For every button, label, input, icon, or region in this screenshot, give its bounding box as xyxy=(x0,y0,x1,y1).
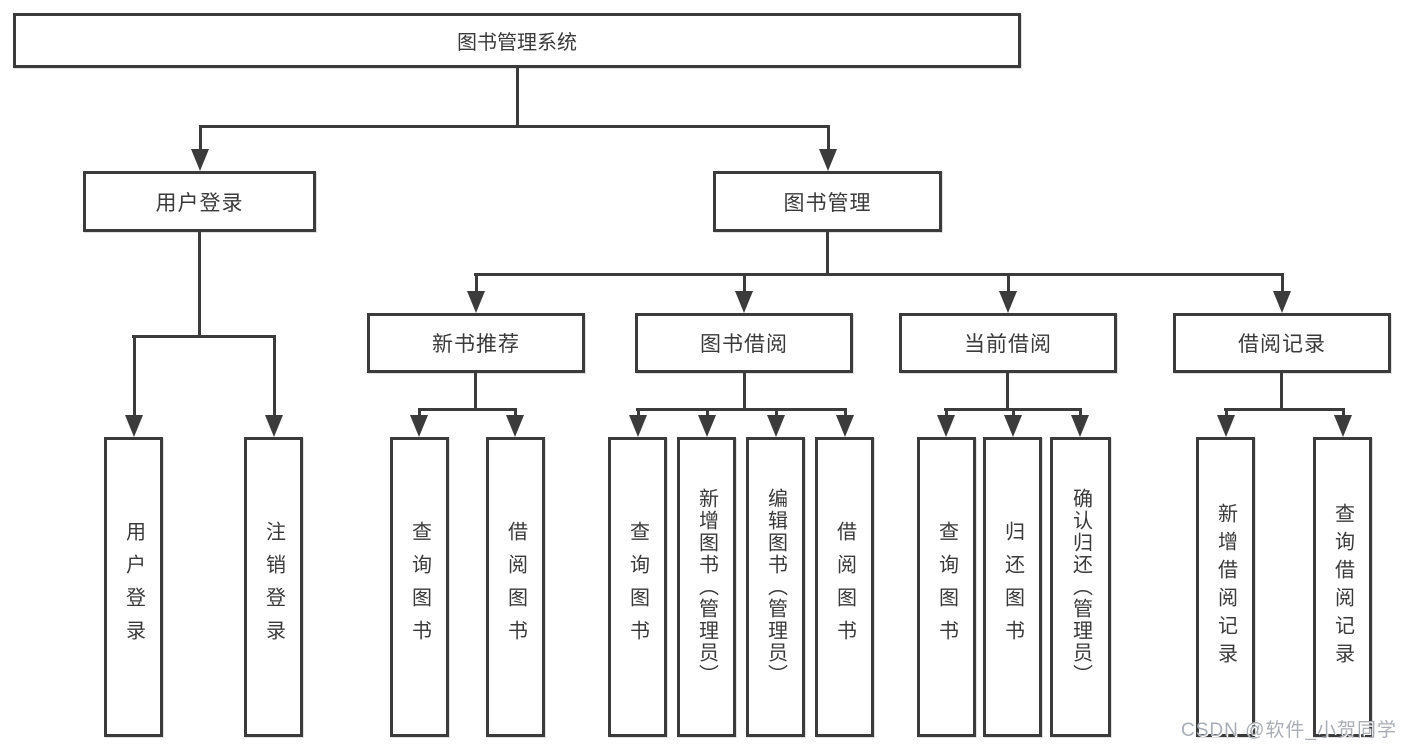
leaf-label: 查询图书 xyxy=(935,521,958,653)
arrowhead-icon xyxy=(836,415,854,437)
arrow-leaf xyxy=(1217,408,1235,437)
arrowhead-icon xyxy=(937,415,955,437)
arrow-leaf xyxy=(1004,408,1022,437)
arrowhead-icon xyxy=(629,415,647,437)
arrowhead-icon xyxy=(191,149,209,171)
node-book-borrow: 图书借阅 xyxy=(635,313,853,373)
arrowhead-icon xyxy=(1004,415,1022,437)
node-borrow-record: 借阅记录 xyxy=(1173,313,1391,373)
arrow-leaf xyxy=(1334,408,1352,437)
arrowhead-icon xyxy=(125,415,143,437)
connector-borrow-record-vline xyxy=(1280,373,1283,408)
connector-user-login-vline xyxy=(198,232,201,335)
node-label: 当前借阅 xyxy=(964,333,1052,356)
connector-book-management-vline xyxy=(826,232,829,273)
node-label: 图书管理 xyxy=(783,191,872,215)
leaf-user-login: 用户登录 xyxy=(104,437,163,737)
arrowhead-icon xyxy=(265,415,283,437)
node-library-management-system: 图书管理系统 xyxy=(13,13,1021,68)
leaf-label: 用户登录 xyxy=(122,521,145,653)
leaf-confirm-return-admin: 确认归还（管理员） xyxy=(1050,437,1111,737)
node-label: 图书借阅 xyxy=(700,333,788,356)
arrowhead-icon xyxy=(819,149,837,171)
node-label: 借阅记录 xyxy=(1238,333,1326,356)
arrow-to-current-borrow xyxy=(999,273,1017,313)
node-label: 图书管理系统 xyxy=(457,32,577,54)
arrow-leaf xyxy=(937,408,955,437)
arrowhead-icon xyxy=(410,415,428,437)
leaf-label: 查询图书 xyxy=(408,521,431,653)
node-new-book-recommend: 新书推荐 xyxy=(367,313,585,373)
node-book-management: 图书管理 xyxy=(713,171,942,232)
arrowhead-icon xyxy=(506,415,524,437)
arrow-to-leaf-logout xyxy=(265,335,283,437)
arrow-leaf xyxy=(506,408,524,437)
arrowhead-icon xyxy=(767,415,785,437)
connector-current-borrow-vline xyxy=(1006,373,1009,408)
leaf-edit-book-admin: 编辑图书（管理员） xyxy=(746,437,805,737)
leaf-query-borrow-record: 查询借阅记录 xyxy=(1313,437,1372,737)
leaf-borrow-book-recommend: 借阅图书 xyxy=(486,437,545,737)
arrow-to-new-book-recommend xyxy=(467,273,485,313)
leaf-label: 注销登录 xyxy=(262,521,285,653)
node-user-login: 用户登录 xyxy=(83,171,316,232)
leaf-label: 借阅图书 xyxy=(833,521,856,653)
connector-book-borrow-vline xyxy=(743,373,746,408)
connector-user-login-hline xyxy=(132,335,276,338)
arrow-leaf xyxy=(1071,408,1089,437)
node-current-borrow: 当前借阅 xyxy=(899,313,1117,373)
leaf-add-borrow-record: 新增借阅记录 xyxy=(1196,437,1255,737)
connector-book-management-hline xyxy=(474,273,1284,276)
arrow-leaf xyxy=(629,408,647,437)
arrowhead-icon xyxy=(1071,415,1089,437)
leaf-query-book-current: 查询图书 xyxy=(917,437,976,737)
arrow-to-leaf-user-login xyxy=(125,335,143,437)
arrow-to-book-management xyxy=(819,125,837,171)
leaf-label: 新增借阅记录 xyxy=(1214,503,1237,671)
leaf-label: 查询借阅记录 xyxy=(1331,503,1354,671)
leaf-label: 借阅图书 xyxy=(504,521,527,653)
leaf-query-book-recommend: 查询图书 xyxy=(390,437,449,737)
leaf-return-book: 归还图书 xyxy=(983,437,1042,737)
leaf-label: 确认归还（管理员） xyxy=(1069,488,1092,686)
arrow-leaf xyxy=(767,408,785,437)
leaf-label: 查询图书 xyxy=(626,521,649,653)
node-label: 用户登录 xyxy=(155,191,244,215)
arrowhead-icon xyxy=(1273,291,1291,313)
arrow-to-book-borrow xyxy=(735,273,753,313)
leaf-label: 新增图书（管理员） xyxy=(695,488,718,686)
arrow-to-borrow-record xyxy=(1273,273,1291,313)
connector-book-borrow-hline xyxy=(636,408,847,411)
arrowhead-icon xyxy=(999,291,1017,313)
connector-root-vline xyxy=(516,68,519,125)
leaf-add-book-admin: 新增图书（管理员） xyxy=(677,437,736,737)
arrowhead-icon xyxy=(735,291,753,313)
arrow-to-user-login xyxy=(191,125,209,171)
arrow-leaf xyxy=(698,408,716,437)
arrowhead-icon xyxy=(1217,415,1235,437)
arrowhead-icon xyxy=(1334,415,1352,437)
connector-root-hline xyxy=(199,125,829,128)
leaf-borrow-book: 借阅图书 xyxy=(815,437,874,737)
node-label: 新书推荐 xyxy=(432,333,520,356)
leaf-query-book-borrow: 查询图书 xyxy=(608,437,667,737)
connector-new-book-hline xyxy=(418,408,517,411)
connector-new-book-vline xyxy=(474,373,477,408)
arrow-leaf xyxy=(410,408,428,437)
leaf-label: 归还图书 xyxy=(1001,521,1024,653)
arrowhead-icon xyxy=(698,415,716,437)
connector-borrow-record-hline xyxy=(1224,408,1345,411)
leaf-label: 编辑图书（管理员） xyxy=(764,488,787,686)
arrowhead-icon xyxy=(467,291,485,313)
arrow-leaf xyxy=(836,408,854,437)
leaf-logout: 注销登录 xyxy=(244,437,303,737)
